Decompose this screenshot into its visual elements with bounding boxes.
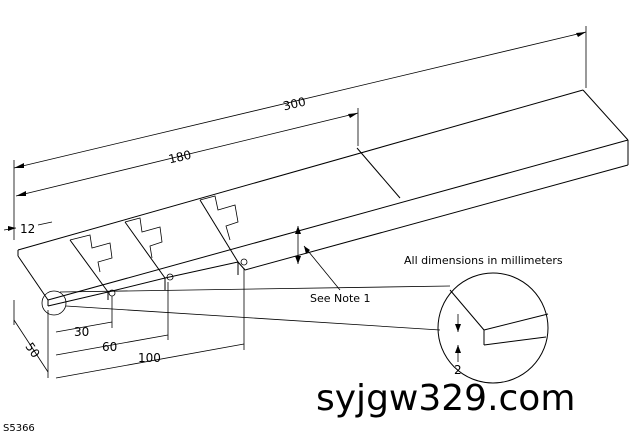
dim-label-50: 50 <box>22 340 42 361</box>
dimension-60: 60 <box>55 282 169 356</box>
dim-label-60: 60 <box>102 340 117 354</box>
dim-label-180: 180 <box>167 148 192 167</box>
dim-label-100: 100 <box>138 351 161 365</box>
see-note-label: See Note 1 <box>310 292 371 305</box>
dimension-50: 50 <box>13 300 49 378</box>
thickness-indicator <box>295 226 341 291</box>
dimension-12: 12 <box>3 221 53 236</box>
detail-callout: 2 <box>41 272 549 384</box>
dimension-100: 100 <box>55 268 245 379</box>
dim-label-12: 12 <box>20 222 35 236</box>
wedge-body <box>17 89 629 307</box>
dimension-180: 180 <box>15 108 359 197</box>
dim-label-30: 30 <box>74 325 89 339</box>
watermark: syjgw329.com <box>316 378 575 419</box>
dim-label-300: 300 <box>282 95 307 114</box>
dimension-300: 300 <box>13 26 587 240</box>
drawing-code: S5366 <box>3 423 35 434</box>
units-note: All dimensions in millimeters <box>404 254 563 267</box>
detail-dim-label-2: 2 <box>454 363 462 377</box>
dimension-30: 30 <box>55 296 113 339</box>
